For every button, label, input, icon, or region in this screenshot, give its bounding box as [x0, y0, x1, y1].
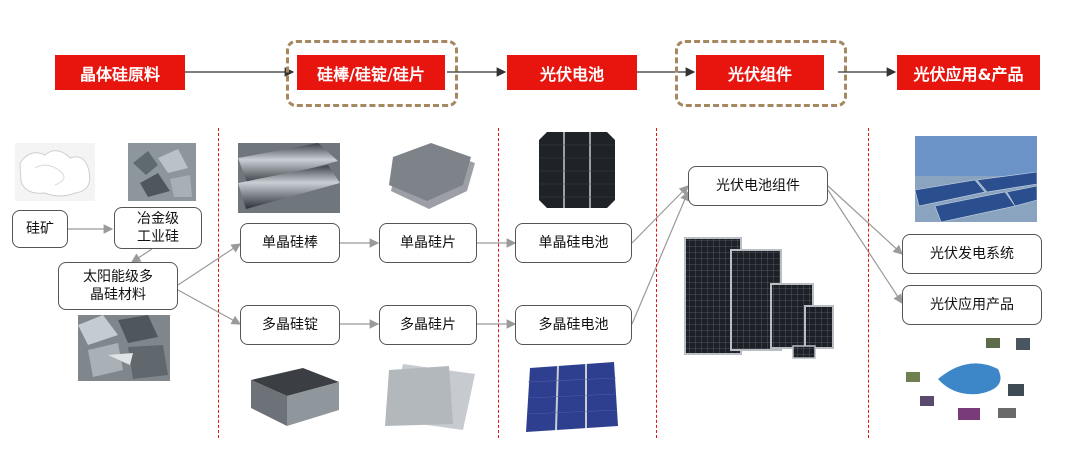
- metallurgical-si-photo: [128, 143, 196, 201]
- node-mono-ingot: 单晶硅棒: [240, 223, 340, 263]
- divider-2: [498, 128, 499, 438]
- node-multi-cell: 多晶硅电池: [515, 305, 632, 345]
- multi-ingot-photo: [243, 360, 343, 432]
- node-solar-grade-polysilicon: 太阳能级多 晶硅材料: [58, 262, 178, 310]
- stage-ingot-wafer: 硅棒/硅锭/硅片: [297, 55, 445, 90]
- mono-ingot-photo: [238, 143, 340, 213]
- mono-cell-photo: [537, 130, 617, 210]
- node-multi-ingot: 多晶硅锭: [240, 305, 340, 345]
- node-silicon-ore: 硅矿: [12, 210, 68, 248]
- divider-3: [656, 128, 657, 438]
- node-mono-cell: 单晶硅电池: [515, 223, 632, 263]
- silicon-ore-photo: [15, 143, 95, 201]
- mono-wafer-photo: [387, 143, 479, 213]
- node-mono-wafer: 单晶硅片: [379, 223, 477, 263]
- node-metallurgical-silicon: 冶金级 工业硅: [114, 207, 202, 249]
- multi-cell-photo: [522, 360, 620, 434]
- stage-raw-silicon: 晶体硅原料: [55, 55, 185, 90]
- polysilicon-photo: [78, 315, 170, 381]
- node-pv-system: 光伏发电系统: [902, 234, 1042, 274]
- node-multi-wafer: 多晶硅片: [379, 305, 477, 345]
- stage-pv-module: 光伏组件: [696, 55, 824, 90]
- stage-pv-cell: 光伏电池: [507, 55, 637, 90]
- pv-module-photo: [683, 228, 843, 360]
- pv-products-collage: [898, 334, 1038, 434]
- pv-system-photo: [915, 136, 1037, 222]
- node-pv-module: 光伏电池组件: [688, 166, 828, 206]
- stage-pv-application: 光伏应用&产品: [897, 55, 1040, 90]
- highlight-frame-wafer: [286, 40, 458, 107]
- divider-4: [868, 128, 869, 438]
- highlight-frame-module: [675, 40, 847, 107]
- node-pv-products: 光伏应用产品: [902, 285, 1042, 325]
- divider-1: [218, 128, 219, 438]
- multi-wafer-photo: [383, 360, 479, 432]
